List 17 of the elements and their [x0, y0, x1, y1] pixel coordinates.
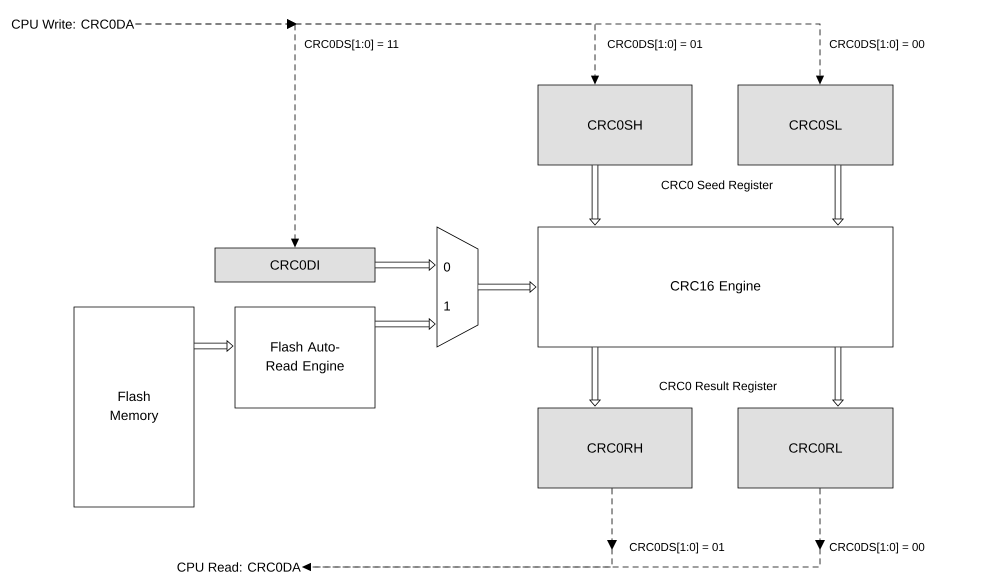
edge-label: CRC0DS[1:0] = 01 [628, 542, 726, 554]
edge-label: CRC0DS[1:0] = 00 [828, 38, 926, 52]
edge-label: CRC0DS[1:0] = 00 [828, 542, 926, 554]
register-label: CRC0 Seed Register [662, 180, 773, 192]
register-box: CRC0RH [538, 408, 692, 488]
register-box: CRC0DI [214, 248, 376, 282]
register-box: CRC0SL [738, 84, 894, 166]
register-box: CRC16 Engine [538, 226, 894, 348]
register-box: Flash Auto-Read Engine [234, 306, 376, 408]
io-label: CPU Write: CRC0DA [12, 19, 134, 29]
edge-label: CRC0DS[1:0] = 01 [606, 38, 704, 52]
io-label: CPU Read: CRC0DA [177, 562, 301, 572]
register-label: CRC0 Result Register [660, 381, 777, 393]
edge-label: CRC0DS[1:0] = 11 [303, 38, 400, 52]
register-box: CRC0RL [738, 408, 894, 488]
register-box: Flash Memory [74, 306, 194, 508]
register-box: CRC0SH [538, 84, 692, 166]
